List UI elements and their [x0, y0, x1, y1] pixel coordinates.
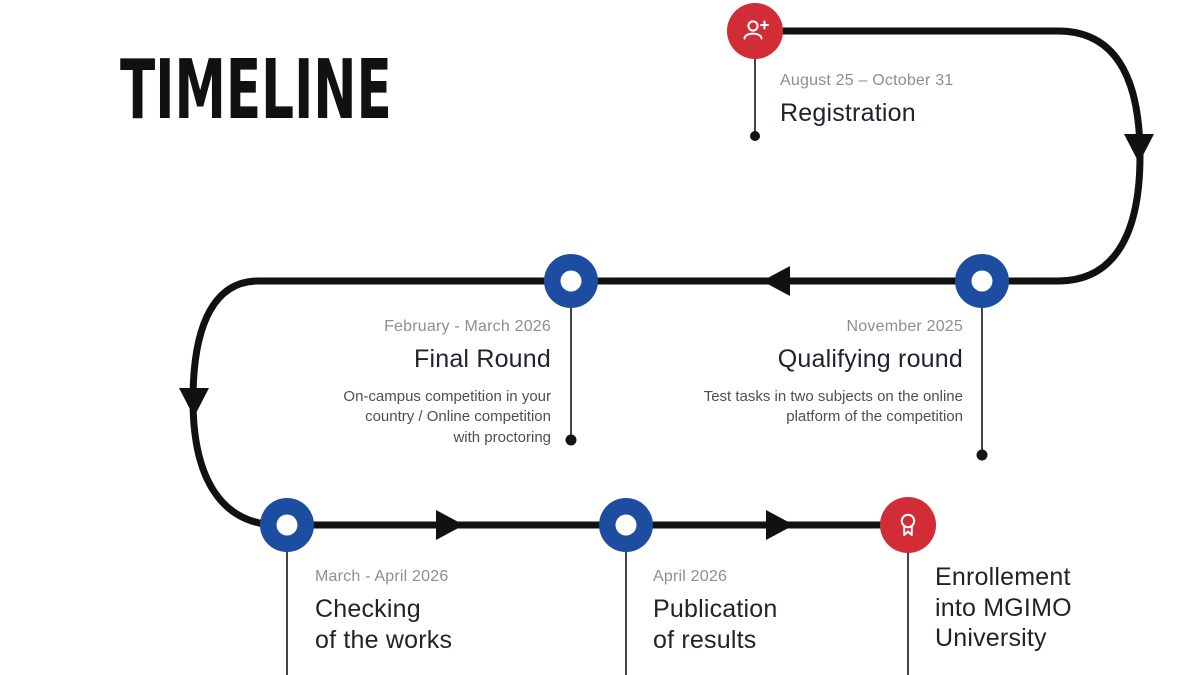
node-qualifying-round: November 2025 Qualifying round Test task…: [633, 318, 963, 428]
person-add-icon: [743, 20, 769, 40]
node-heading: Final Round: [413, 345, 551, 373]
connector-lines: [286, 40, 983, 675]
node-marker-enrollement: [880, 497, 936, 553]
node-heading: Qualifying round: [777, 345, 963, 373]
arrow-left-icon: [762, 266, 790, 296]
node-markers: [260, 3, 1009, 553]
arrow-down-icon: [1124, 134, 1154, 163]
node-heading: Publication of results: [653, 595, 778, 654]
node-heading: Checking of the works: [315, 595, 453, 654]
node-marker-hole: [971, 270, 993, 292]
arrow-down-icon: [179, 388, 209, 417]
node-checking-of-the-works: March - April 2026 Checking of the works: [315, 568, 565, 655]
date-label: February - March 2026: [384, 318, 551, 335]
node-description: Test tasks in two subjects on the online…: [703, 387, 963, 426]
node-heading: Registration: [780, 99, 916, 127]
node-final-round: February - March 2026 Final Round On-cam…: [291, 318, 551, 449]
connector-dot: [750, 131, 760, 141]
arrow-right-icon: [436, 510, 464, 540]
date-label: November 2025: [846, 318, 963, 335]
node-enrollement: Enrollement into MGIMO University: [935, 562, 1185, 654]
node-marker-hole: [615, 514, 637, 536]
connector-dot: [976, 449, 988, 461]
connector-dot: [565, 434, 577, 446]
date-label: April 2026: [653, 568, 728, 585]
node-heading: Enrollement into MGIMO University: [935, 563, 1072, 652]
node-description: On-campus competition in your country / …: [343, 387, 551, 446]
page-title: TIMELINE: [120, 43, 392, 138]
node-registration: August 25 – October 31 Registration: [780, 72, 1100, 129]
node-marker-hole: [276, 514, 298, 536]
award-icon: [900, 513, 916, 536]
node-publication-of-results: April 2026 Publication of results: [653, 568, 903, 655]
direction-arrows: [179, 134, 1154, 540]
arrow-right-icon: [766, 510, 794, 540]
connector-dots: [565, 131, 988, 461]
timeline-path: [189, 27, 1144, 529]
date-label: March - April 2026: [315, 568, 449, 585]
date-label: August 25 – October 31: [780, 72, 954, 89]
node-marker-hole: [560, 270, 582, 292]
